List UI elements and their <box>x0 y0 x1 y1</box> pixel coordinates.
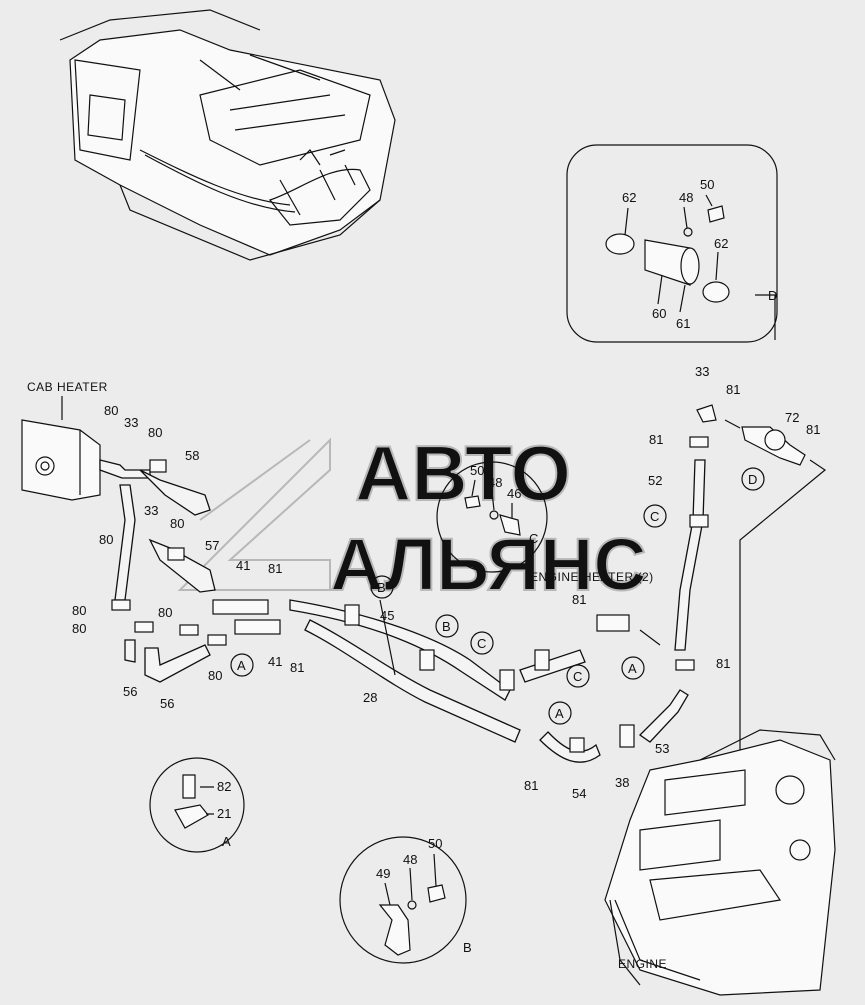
label-56-a: 56 <box>123 684 137 699</box>
label-81-a: 81 <box>268 561 282 576</box>
marker-b-1: B <box>377 580 386 595</box>
label-33-a: 33 <box>124 415 138 430</box>
watermark-line2: АЛЬЯНС <box>330 523 647 606</box>
label-81-d: 81 <box>524 778 538 793</box>
label-48: 48 <box>679 190 693 205</box>
label-62-top: 62 <box>622 190 636 205</box>
label-45: 45 <box>380 608 394 623</box>
caption-engine-heater: ENGINE HEATER (2) <box>530 570 654 584</box>
label-81-g: 81 <box>726 382 740 397</box>
label-41-a: 41 <box>236 558 250 573</box>
label-52: 52 <box>648 473 662 488</box>
detail-view-b: 49 48 50 B <box>339 836 472 964</box>
detail-c-46: 46 <box>507 486 521 501</box>
label-80-h: 80 <box>208 668 222 683</box>
caption-engine: ENGINE <box>618 957 667 971</box>
view-markers: A B B C C C A A D <box>230 467 765 725</box>
detail-view-c: 50 48 46 C <box>436 461 548 573</box>
label-50: 50 <box>700 177 714 192</box>
label-80-g: 80 <box>158 605 172 620</box>
label-58: 58 <box>185 448 199 463</box>
label-81-e: 81 <box>716 656 730 671</box>
detail-view-a: 82 21 A <box>149 757 245 853</box>
excavator-illustration <box>59 9 396 261</box>
label-80-e: 80 <box>72 603 86 618</box>
label-80-c: 80 <box>170 516 184 531</box>
label-41-b: 41 <box>268 654 282 669</box>
main-hose-group: 41 81 41 81 45 28 81 81 54 38 53 81 52 8… <box>212 364 827 801</box>
label-33-c: 33 <box>695 364 709 379</box>
caption-cab-heater: CAB HEATER <box>27 380 108 394</box>
detail-b-48: 48 <box>403 852 417 867</box>
label-80-a: 80 <box>104 403 118 418</box>
detail-a-letter: A <box>222 834 231 849</box>
label-80-b: 80 <box>148 425 162 440</box>
detail-view-d: 62 48 50 62 60 61 D <box>566 144 778 343</box>
label-72: 72 <box>785 410 799 425</box>
label-57: 57 <box>205 538 219 553</box>
detail-a-82: 82 <box>217 779 231 794</box>
left-hose-group: 80 33 80 58 80 33 80 57 80 80 80 56 56 8… <box>72 403 227 711</box>
cab-heater: CAB HEATER <box>21 380 108 501</box>
detail-b-letter: B <box>463 940 472 955</box>
marker-c-1: C <box>477 636 486 651</box>
detail-b-49: 49 <box>376 866 390 881</box>
label-33-b: 33 <box>144 503 158 518</box>
watermark-line1: АВТО <box>355 429 571 517</box>
label-56-b: 56 <box>160 696 174 711</box>
label-81-h: 81 <box>806 422 820 437</box>
label-62-right: 62 <box>714 236 728 251</box>
engine-illustration: ENGINE <box>604 729 836 996</box>
detail-c-50: 50 <box>470 463 484 478</box>
detail-b-50: 50 <box>428 836 442 851</box>
marker-a-1: A <box>237 658 246 673</box>
label-81-c: 81 <box>572 592 586 607</box>
label-81-f: 81 <box>649 432 663 447</box>
marker-b-2: B <box>442 619 451 634</box>
detail-c-letter: C <box>529 531 538 546</box>
marker-c-2: C <box>573 669 582 684</box>
detail-c-48: 48 <box>488 475 502 490</box>
detail-a-21: 21 <box>217 806 231 821</box>
label-60: 60 <box>652 306 666 321</box>
label-80-f: 80 <box>72 621 86 636</box>
label-38: 38 <box>615 775 629 790</box>
marker-a-3: A <box>628 661 637 676</box>
label-54: 54 <box>572 786 586 801</box>
label-61: 61 <box>676 316 690 331</box>
label-53: 53 <box>655 741 669 756</box>
marker-c-3: C <box>650 509 659 524</box>
label-80-d: 80 <box>99 532 113 547</box>
marker-d: D <box>748 472 757 487</box>
label-81-b: 81 <box>290 660 304 675</box>
watermark: АВТО АЛЬЯНС <box>177 428 648 607</box>
marker-a-2: A <box>555 706 564 721</box>
label-28: 28 <box>363 690 377 705</box>
